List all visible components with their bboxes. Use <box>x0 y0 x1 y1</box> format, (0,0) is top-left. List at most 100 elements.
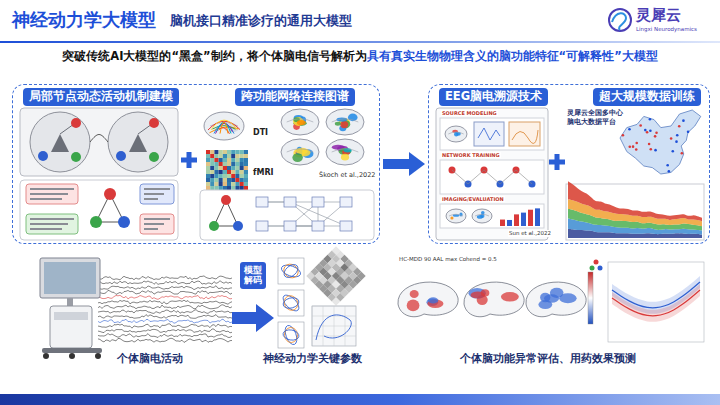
section-caption: 神经动力学关键参数 <box>263 352 362 365</box>
site-dot <box>682 119 685 122</box>
plus-sign <box>187 152 192 168</box>
matrix-cell <box>210 154 214 158</box>
sulcus <box>475 214 489 216</box>
plot-frame <box>312 306 356 346</box>
plus-sign <box>555 154 560 170</box>
eeg-channel <box>98 286 232 290</box>
cart-panel <box>54 312 88 320</box>
model-box <box>509 122 540 146</box>
eeg-channel <box>98 300 232 304</box>
matrix-cell <box>210 158 214 162</box>
network-link <box>516 170 532 184</box>
figure-label: DTI <box>252 128 269 138</box>
figure-section <box>440 118 544 150</box>
matrix-cell <box>240 170 244 174</box>
matrix-cell <box>235 154 239 158</box>
matrix-cell <box>235 186 239 190</box>
eeg-device <box>40 258 102 359</box>
brain-outline <box>526 282 586 317</box>
phase-orbit <box>282 329 299 342</box>
matrix-cell <box>219 170 223 174</box>
parameter-heatmap <box>306 246 365 305</box>
matrix-cell <box>206 158 210 162</box>
population-dot <box>38 151 48 161</box>
figure-label: fMRI <box>252 168 275 178</box>
site-dot <box>666 164 669 167</box>
figure-section-label: SOURCE MODELING <box>441 110 498 116</box>
matrix-cell <box>210 170 214 174</box>
brain-region <box>407 300 420 312</box>
brain-outline <box>464 282 524 317</box>
phase-orbit <box>282 296 300 310</box>
brain-map <box>445 126 467 142</box>
phase-orbit <box>284 327 298 343</box>
dti-fibre <box>211 120 237 130</box>
eeg-channel <box>98 276 232 280</box>
matrix-cell <box>231 158 235 162</box>
pyramidal-neuron <box>51 134 69 152</box>
brain-map <box>472 209 492 223</box>
equation-box <box>26 214 78 234</box>
site-dot <box>622 134 625 137</box>
evaluation-bar <box>535 208 540 226</box>
site-dot <box>687 131 690 134</box>
eeg-channel <box>98 315 232 319</box>
matrix-cell <box>210 166 214 170</box>
matrix-cell <box>227 154 231 158</box>
matrix-cell <box>219 154 223 158</box>
matrix-cell <box>206 174 210 178</box>
eeg-traces <box>98 276 232 343</box>
equation-line <box>30 228 62 230</box>
network-link <box>484 170 500 184</box>
matrix-cell <box>214 170 218 174</box>
colorbar <box>588 272 593 324</box>
site-dot <box>671 150 674 153</box>
matrix-cell <box>219 162 223 166</box>
site-dot <box>635 148 638 151</box>
china-map <box>620 110 701 174</box>
brain-outline <box>281 109 319 135</box>
equation-line <box>30 193 68 195</box>
decode-chip: 模型解码 <box>240 262 266 289</box>
coupling-line <box>90 135 108 143</box>
monitor-arm <box>67 298 73 306</box>
matrix-cell <box>227 174 231 178</box>
matrix-cell <box>214 154 218 158</box>
brain-outline <box>326 109 364 135</box>
page-title: 神经动力学大模型 <box>12 9 156 31</box>
site-dot <box>654 135 657 138</box>
sulcus <box>448 132 463 134</box>
plot-frame <box>608 262 704 342</box>
matrix-cell <box>244 166 248 170</box>
matrix-cell <box>227 150 231 154</box>
equation-line <box>30 218 74 220</box>
parameter-plots <box>278 246 366 348</box>
phase-orbit <box>282 293 301 312</box>
sulcus <box>287 149 314 152</box>
network-link <box>500 170 516 184</box>
eeg-channel <box>98 324 232 328</box>
motif-node <box>209 221 219 231</box>
brain-region <box>450 216 453 219</box>
citation: Škoch et al.,2022 <box>318 172 376 180</box>
confidence-band <box>612 284 700 322</box>
matrix-cell <box>227 158 231 162</box>
network-node-glyph <box>256 221 268 231</box>
cart-base <box>42 348 102 353</box>
phase-orbit <box>282 262 301 280</box>
figure-section <box>440 160 544 194</box>
evaluation-bar <box>521 213 526 226</box>
eeg-channel <box>98 333 232 337</box>
matrix-cell <box>210 150 214 154</box>
phase-orbit <box>281 261 301 280</box>
panel-tab: 局部节点动态活动机制建模 <box>23 88 179 106</box>
brain-outline <box>398 282 458 317</box>
brain-lateral-map <box>526 282 586 317</box>
phase-orbit <box>280 292 301 313</box>
figure-section-label: IMAGING/EVALUATION <box>441 196 505 202</box>
network-node-glyph <box>340 197 352 207</box>
matrix-cell <box>214 150 218 154</box>
brain-map <box>281 109 319 135</box>
evaluation-bar <box>500 220 505 226</box>
network-link <box>262 202 346 203</box>
